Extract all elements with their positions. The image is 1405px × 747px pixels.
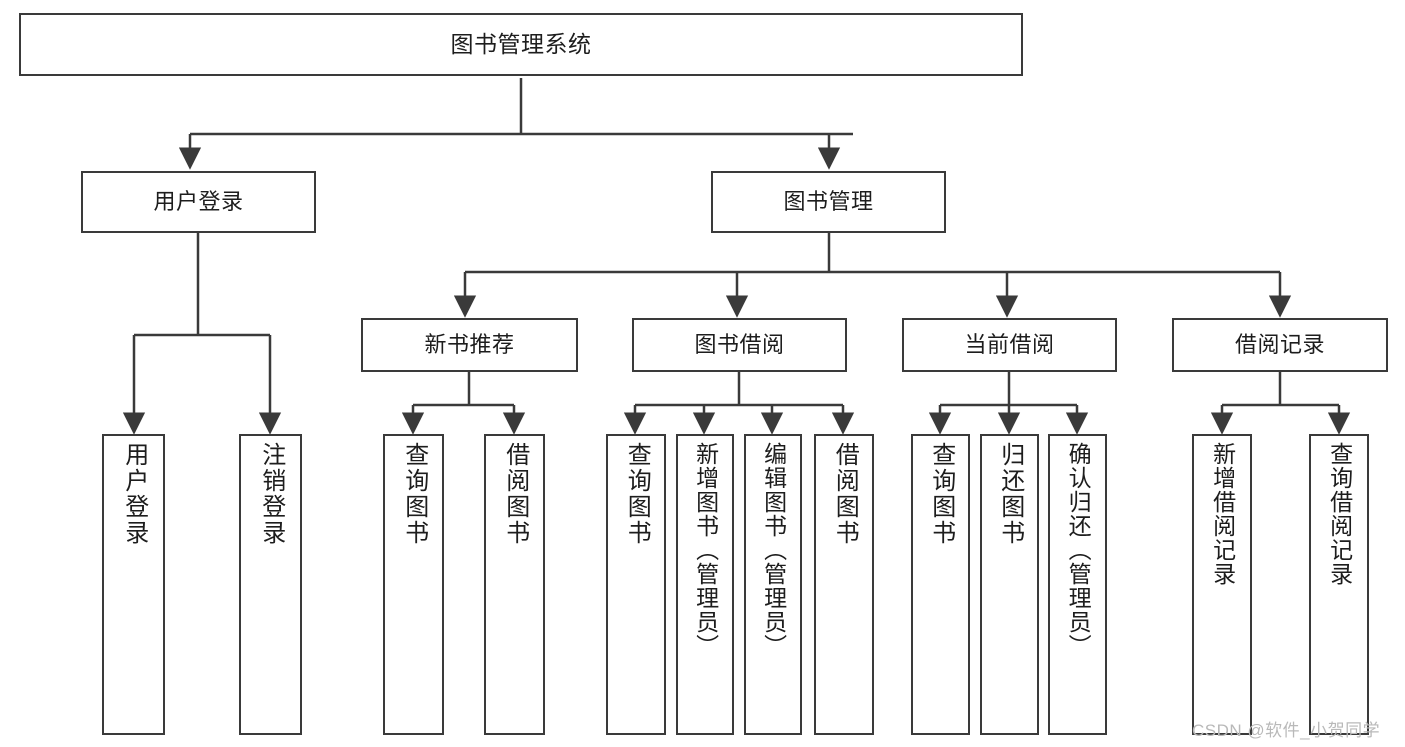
node-leaf-query-book-2[interactable]: 查询图书	[606, 434, 666, 735]
node-leaf-query-book-1-label: 查询图书	[400, 442, 428, 546]
node-current-borrow-label: 当前借阅	[964, 332, 1055, 358]
node-leaf-add-record-label: 新增借阅记录	[1209, 442, 1236, 586]
csdn-watermark: CSDN @软件_小贺同学	[1192, 721, 1381, 740]
node-leaf-user-login-label: 用户登录	[120, 442, 148, 546]
node-borrow-record[interactable]: 借阅记录	[1172, 318, 1388, 372]
node-book-borrow-label: 图书借阅	[694, 332, 785, 358]
node-leaf-borrow-book-2-label: 借阅图书	[831, 442, 859, 546]
node-leaf-query-book-1[interactable]: 查询图书	[383, 434, 444, 735]
node-leaf-edit-book-label: 编辑图书（管理员）	[760, 442, 787, 658]
node-leaf-confirm-return[interactable]: 确认归还（管理员）	[1048, 434, 1107, 735]
node-new-book-recommend[interactable]: 新书推荐	[361, 318, 578, 372]
node-leaf-query-book-3-label: 查询图书	[927, 442, 955, 546]
node-leaf-query-record[interactable]: 查询借阅记录	[1309, 434, 1369, 735]
node-root[interactable]: 图书管理系统	[19, 13, 1023, 76]
node-leaf-query-book-3[interactable]: 查询图书	[911, 434, 970, 735]
node-book-borrow[interactable]: 图书借阅	[632, 318, 847, 372]
node-leaf-return-book-label: 归还图书	[996, 442, 1024, 546]
node-leaf-query-record-label: 查询借阅记录	[1326, 442, 1353, 586]
node-leaf-add-record[interactable]: 新增借阅记录	[1192, 434, 1252, 735]
node-leaf-return-book[interactable]: 归还图书	[980, 434, 1039, 735]
node-user-login[interactable]: 用户登录	[81, 171, 316, 233]
node-user-login-label: 用户登录	[153, 189, 244, 215]
node-leaf-user-logout[interactable]: 注销登录	[239, 434, 302, 735]
node-leaf-borrow-book-2[interactable]: 借阅图书	[814, 434, 874, 735]
node-leaf-borrow-book-1[interactable]: 借阅图书	[484, 434, 545, 735]
node-leaf-user-logout-label: 注销登录	[257, 442, 285, 546]
node-book-manage[interactable]: 图书管理	[711, 171, 946, 233]
node-leaf-borrow-book-1-label: 借阅图书	[501, 442, 529, 546]
node-leaf-confirm-return-label: 确认归还（管理员）	[1065, 442, 1092, 658]
node-root-label: 图书管理系统	[450, 31, 592, 58]
node-leaf-query-book-2-label: 查询图书	[623, 442, 651, 546]
node-leaf-user-login[interactable]: 用户登录	[102, 434, 165, 735]
node-leaf-add-book[interactable]: 新增图书（管理员）	[676, 434, 734, 735]
node-current-borrow[interactable]: 当前借阅	[902, 318, 1117, 372]
node-new-book-recommend-label: 新书推荐	[424, 332, 515, 358]
node-leaf-add-book-label: 新增图书（管理员）	[692, 442, 719, 658]
node-borrow-record-label: 借阅记录	[1234, 332, 1325, 358]
node-book-manage-label: 图书管理	[783, 189, 874, 215]
node-leaf-edit-book[interactable]: 编辑图书（管理员）	[744, 434, 802, 735]
